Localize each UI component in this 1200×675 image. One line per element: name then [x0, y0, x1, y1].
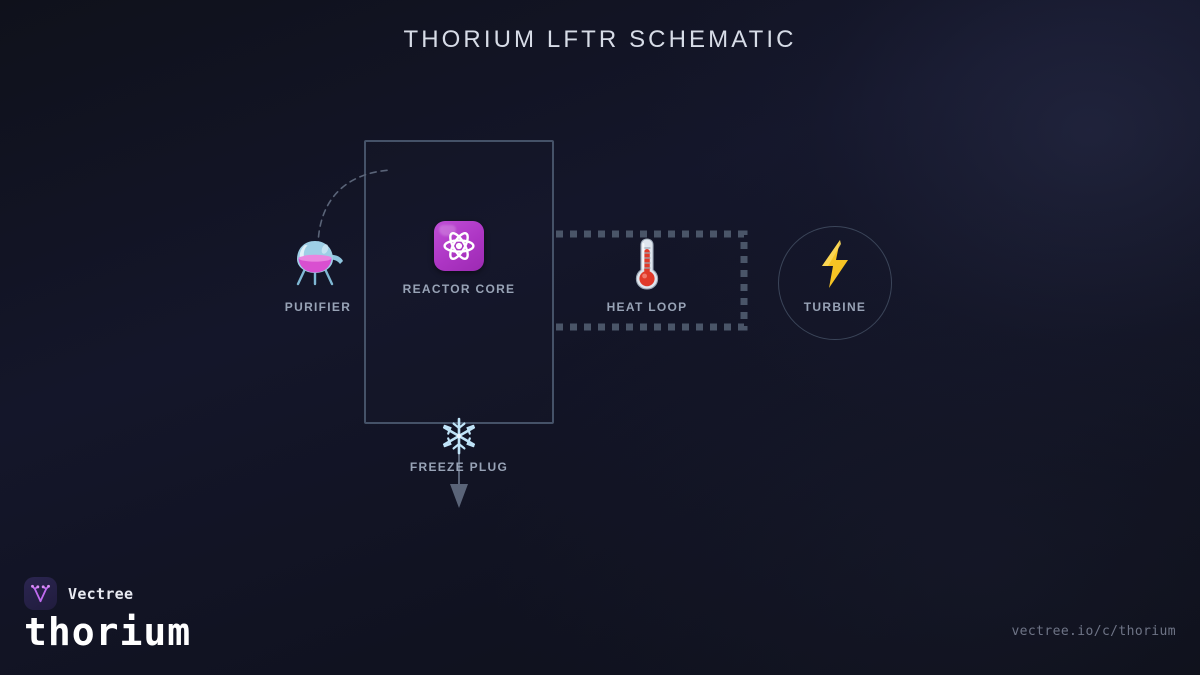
source-url: vectree.io/c/thorium	[1011, 624, 1176, 639]
vectree-glyph-icon	[31, 584, 50, 603]
page-title: THORIUM LFTR SCHEMATIC	[403, 26, 797, 53]
node-purifier-label: PURIFIER	[284, 300, 352, 314]
brand-lockup[interactable]: Vectree	[24, 577, 133, 610]
alembic-icon	[296, 241, 343, 286]
node-reactor-core[interactable]: REACTOR CORE	[389, 220, 529, 296]
thermometer-icon	[635, 238, 659, 290]
lightning-bolt-icon	[822, 240, 848, 288]
node-freeze-plug[interactable]: FREEZE PLUG	[389, 416, 529, 474]
vectree-logo-icon	[24, 577, 57, 610]
page-slug: thorium	[24, 610, 192, 654]
purifier-icon-wrap	[248, 236, 388, 292]
heat-loop-icon-wrap	[577, 236, 717, 292]
reactor-chip	[434, 221, 484, 271]
atom-icon	[443, 232, 475, 260]
node-turbine-label: TURBINE	[803, 300, 867, 314]
freeze-plug-icon-wrap	[389, 416, 529, 456]
node-purifier[interactable]: PURIFIER	[248, 236, 388, 314]
turbine-boundary	[778, 226, 892, 340]
drain-arrowhead	[450, 484, 468, 508]
turbine-icon-wrap	[765, 236, 905, 292]
node-heat-loop-label: HEAT LOOP	[606, 300, 688, 314]
node-freeze-plug-label: FREEZE PLUG	[409, 460, 509, 474]
node-heat-loop[interactable]: HEAT LOOP	[577, 236, 717, 314]
node-turbine[interactable]: TURBINE	[765, 236, 905, 314]
reactor-icon-wrap	[389, 220, 529, 272]
brand-name: Vectree	[68, 584, 134, 603]
node-reactor-core-label: REACTOR CORE	[402, 282, 516, 296]
snowflake-icon	[443, 417, 476, 455]
